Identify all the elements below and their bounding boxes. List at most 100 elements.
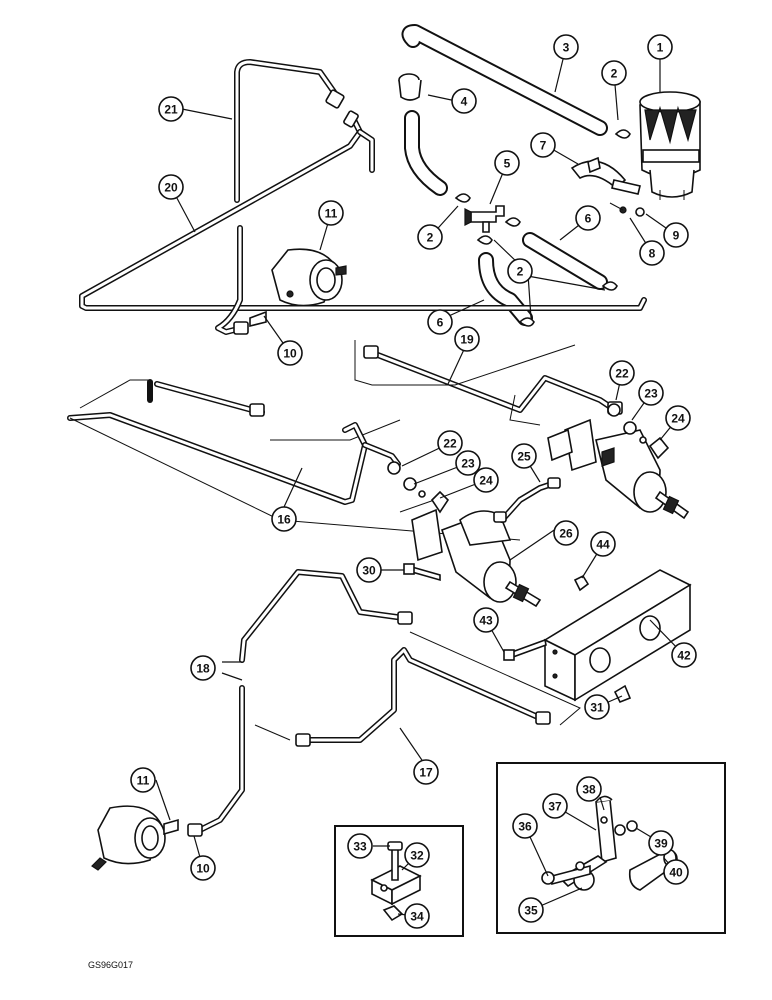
callout-circle — [454, 326, 480, 352]
callout-42: 42 — [671, 642, 697, 668]
callout-2: 2 — [417, 224, 443, 250]
callout-7: 7 — [530, 132, 556, 158]
callout-circle — [584, 694, 610, 720]
callout-label: 10 — [283, 347, 297, 361]
callout-32: 32 — [404, 842, 430, 868]
callout-17: 17 — [413, 759, 439, 785]
callout-label: 24 — [479, 474, 493, 488]
callout-8: 8 — [639, 240, 665, 266]
callout-circle — [638, 380, 664, 406]
callout-circle — [271, 506, 297, 532]
callout-circle — [512, 813, 538, 839]
callout-circle — [277, 340, 303, 366]
callout-40: 40 — [663, 859, 689, 885]
callout-3: 3 — [553, 34, 579, 60]
callout-label: 35 — [524, 904, 538, 918]
callout-label: 30 — [362, 564, 376, 578]
callout-label: 23 — [461, 457, 475, 471]
callout-11: 11 — [130, 767, 156, 793]
callout-label: 31 — [590, 701, 604, 715]
callout-circle — [494, 150, 520, 176]
callout-6: 6 — [575, 205, 601, 231]
callout-30: 30 — [356, 557, 382, 583]
callout-circle — [473, 607, 499, 633]
callout-circle — [507, 258, 533, 284]
callout-circle — [648, 830, 674, 856]
callout-circle — [609, 360, 635, 386]
callout-label: 17 — [419, 766, 433, 780]
callout-label: 20 — [164, 181, 178, 195]
callout-circle — [576, 776, 602, 802]
callout-circle — [518, 897, 544, 923]
callout-label: 38 — [582, 783, 596, 797]
lever-assembly — [541, 795, 678, 891]
callout-16: 16 — [271, 506, 297, 532]
callout-23: 23 — [455, 450, 481, 476]
callout-circle — [671, 642, 697, 668]
callout-35: 35 — [518, 897, 544, 923]
callout-label: 23 — [644, 387, 658, 401]
callout-circle — [663, 859, 689, 885]
callout-36: 36 — [512, 813, 538, 839]
callout-label: 5 — [504, 157, 511, 171]
callout-label: 2 — [611, 67, 618, 81]
callout-label: 8 — [649, 247, 656, 261]
callout-label: 11 — [137, 774, 150, 788]
callout-label: 21 — [164, 103, 178, 117]
callout-20: 20 — [158, 174, 184, 200]
callout-label: 44 — [596, 538, 610, 552]
callout-circle — [511, 443, 537, 469]
callout-39: 39 — [648, 830, 674, 856]
callout-circle — [542, 793, 568, 819]
callout-34: 34 — [404, 903, 430, 929]
callout-circle — [451, 88, 477, 114]
callout-label: 25 — [517, 450, 531, 464]
callout-label: 6 — [585, 212, 592, 226]
clamp-block — [370, 841, 422, 922]
master-cylinder-right — [547, 418, 690, 520]
callout-4: 4 — [451, 88, 477, 114]
callout-label: 36 — [518, 820, 532, 834]
callout-label: 42 — [677, 649, 691, 663]
callout-label: 9 — [673, 229, 680, 243]
callout-label: 4 — [461, 95, 468, 109]
callout-circle — [455, 450, 481, 476]
mounting-bracket — [543, 569, 692, 704]
callout-circle — [575, 205, 601, 231]
wheel-cylinder-lower — [91, 805, 179, 871]
callout-10: 10 — [190, 855, 216, 881]
callout-circle — [347, 833, 373, 859]
callout-label: 40 — [669, 866, 683, 880]
callout-circle — [663, 222, 689, 248]
callout-25: 25 — [511, 443, 537, 469]
callout-label: 39 — [654, 837, 668, 851]
callout-22: 22 — [609, 360, 635, 386]
reservoir-assembly — [398, 24, 701, 327]
callout-38: 38 — [576, 776, 602, 802]
callout-2: 2 — [507, 258, 533, 284]
tee-fitting — [464, 205, 505, 233]
callout-label: 24 — [671, 412, 685, 426]
callout-label: 22 — [615, 367, 629, 381]
callout-circle — [590, 531, 616, 557]
brake-lines-upper — [79, 59, 647, 335]
callout-circle — [404, 903, 430, 929]
callout-6: 6 — [427, 309, 453, 335]
callout-circle — [473, 467, 499, 493]
callout-circle — [665, 405, 691, 431]
callout-9: 9 — [663, 222, 689, 248]
callout-circle — [190, 655, 216, 681]
reservoir — [639, 91, 701, 200]
callout-26: 26 — [553, 520, 579, 546]
callout-circle — [530, 132, 556, 158]
callout-label: 1 — [657, 41, 664, 55]
callout-circle — [130, 767, 156, 793]
brake-lines-middle — [67, 340, 623, 541]
callout-circle — [318, 200, 344, 226]
callout-circle — [437, 430, 463, 456]
callout-43: 43 — [473, 607, 499, 633]
callout-label: 37 — [548, 800, 562, 814]
callout-19: 19 — [454, 326, 480, 352]
